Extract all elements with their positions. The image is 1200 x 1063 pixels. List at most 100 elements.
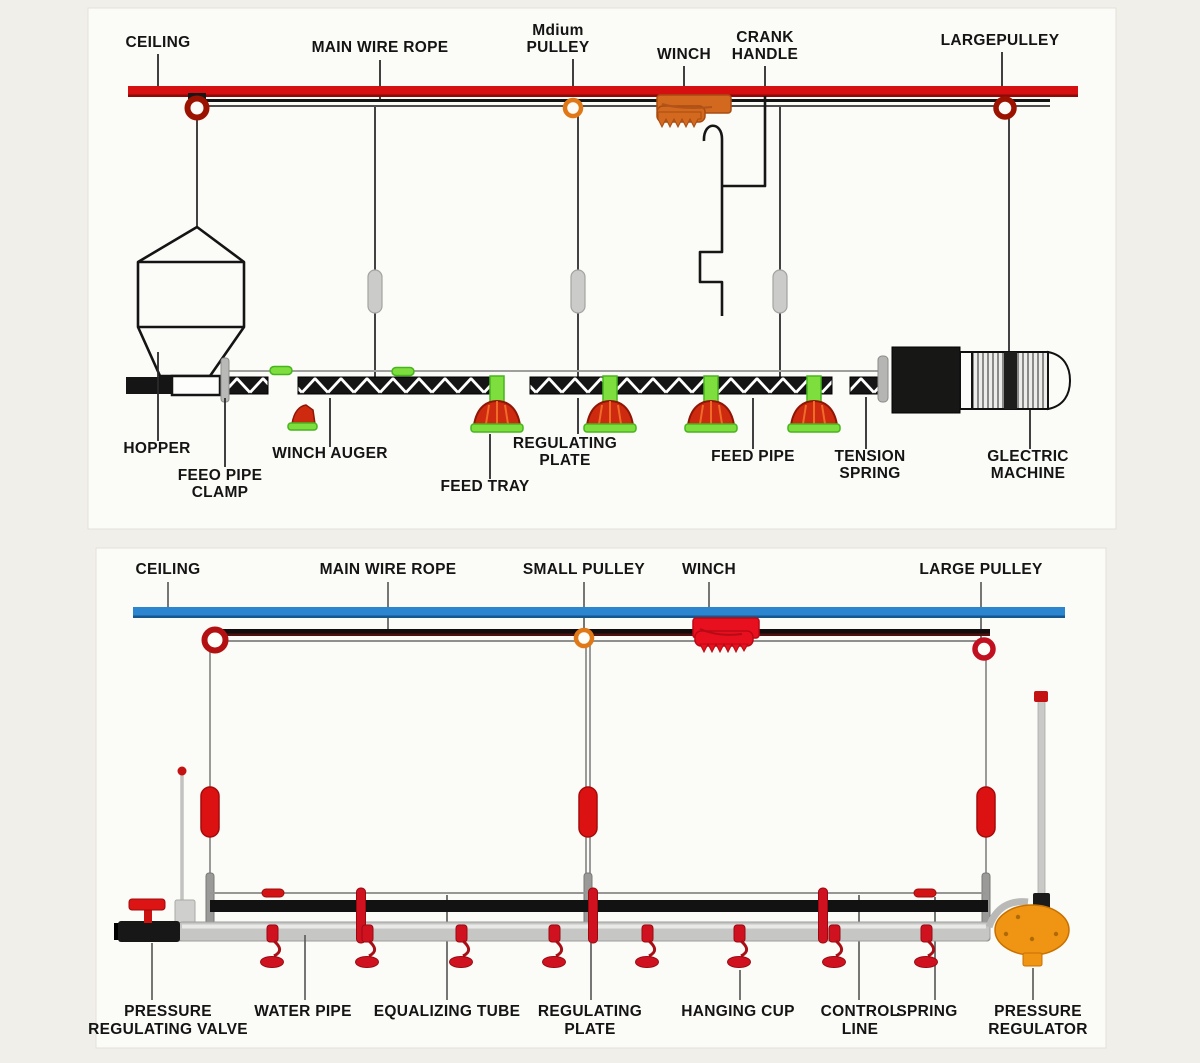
label-electric-machine-2: MACHINE [991, 465, 1065, 482]
label-control-line-2: LINE [842, 1021, 879, 1038]
label-pressure-regulator-1: PRESSURE [994, 1003, 1082, 1020]
hanging-cup [822, 924, 846, 968]
green-clamp-2 [391, 366, 415, 377]
label-winch-auger: WINCH AUGER [272, 445, 388, 462]
large-pulley-icon [993, 96, 1017, 120]
label-feed-pipe: FEED PIPE [711, 448, 795, 465]
label-regulating-plate-b1: REGULATING [538, 1003, 642, 1020]
auger-section-2 [297, 376, 501, 395]
tray-base [470, 423, 524, 433]
hanging-cup [727, 924, 751, 968]
crank-handle [698, 96, 767, 316]
gearbox [891, 346, 961, 414]
regulator-inlet-tube [985, 898, 1029, 929]
line-spring-right [913, 888, 937, 898]
label-small-pulley: SMALL PULLEY [523, 561, 646, 578]
feed-tray [583, 375, 637, 433]
left-pulley-icon-b [201, 626, 229, 654]
feeding-system-diagram: CEILING MAIN WIRE ROPE Mdium PULLEY WINC… [87, 7, 1117, 530]
ceiling-bar-b [133, 607, 1065, 618]
spring-gray-3 [772, 269, 788, 314]
hopper-boot [170, 374, 222, 397]
label-equalizing-tube: EQUALIZING TUBE [374, 1003, 521, 1020]
feed-pipe-clamp [220, 357, 230, 403]
label-regulating-plate-2: PLATE [539, 452, 590, 469]
pressure-regulating-valve [114, 898, 180, 942]
hanging-cup [635, 924, 659, 968]
water-pipe [177, 921, 991, 942]
label-large-pulley-b: LARGE PULLEY [919, 561, 1043, 578]
label-main-wire-rope: MAIN WIRE ROPE [312, 39, 449, 56]
hanging-cup [260, 924, 284, 968]
motor-cap [1047, 350, 1072, 411]
cup-stem [266, 924, 279, 943]
hanging-cup [542, 924, 566, 968]
label-spring: SPRING [896, 1003, 957, 1020]
label-pressure-regulator-2: REGULATOR [988, 1021, 1087, 1038]
large-pulley-icon-b [972, 637, 996, 661]
hopper [136, 225, 246, 378]
label-prv-1: PRESSURE [124, 1003, 212, 1020]
left-pulley-icon [184, 95, 210, 121]
label-crank-handle-1: CRANK [736, 29, 794, 46]
label-regulating-plate-1: REGULATING [513, 435, 617, 452]
regulator-standpipe [1037, 699, 1046, 899]
label-feed-pipe-clamp-1: FEEO PIPE [178, 467, 263, 484]
winch-b [692, 617, 760, 654]
partial-feed-tray [287, 404, 318, 431]
drinking-system-diagram: CEILING MAIN WIRE ROPE SMALL PULLEY WINC… [88, 547, 1107, 1049]
winch [656, 94, 732, 129]
label-hopper: HOPPER [123, 440, 190, 457]
spring-red-right [976, 786, 996, 838]
bottom-panel [95, 547, 1107, 1049]
label-feed-pipe-clamp-2: CLAMP [192, 484, 249, 501]
anti-perch-bar [210, 900, 988, 912]
motor-collar [959, 351, 973, 410]
auger-section-1 [223, 376, 269, 395]
standpipe-cap [1034, 691, 1048, 702]
label-large-pulley: LARGEPULLEY [941, 32, 1060, 49]
electric-machine [877, 346, 1072, 414]
regulating-plate-pin [588, 887, 598, 944]
regulator-body [994, 904, 1070, 956]
hanging-cup [355, 924, 379, 968]
label-medium-pulley-1: Mdium [532, 22, 583, 39]
label-tension-spring-1: TENSION [835, 448, 906, 465]
spring-red-left [200, 786, 220, 838]
tray-stripes [485, 401, 509, 425]
medium-pulley-icon [562, 97, 584, 119]
feed-tray [684, 375, 738, 433]
cup-bowl [260, 956, 284, 968]
label-winch: WINCH [657, 46, 711, 63]
line-spring-left [261, 888, 285, 898]
label-electric-machine-1: GLECTRIC [987, 448, 1069, 465]
label-feed-tray: FEED TRAY [440, 478, 529, 495]
motor-band [1004, 352, 1017, 409]
spring-gray-2 [570, 269, 586, 314]
label-tension-spring-2: SPRING [839, 465, 900, 482]
small-pulley-icon [573, 627, 595, 649]
left-standpipe-cap [177, 766, 187, 776]
label-main-wire-rope-b: MAIN WIRE ROPE [320, 561, 457, 578]
drop-rope-mid [585, 645, 591, 877]
auger-section-3 [529, 376, 833, 395]
pipe-coupler [877, 355, 889, 403]
regulating-plate-pin [818, 887, 828, 944]
feed-tray [787, 375, 841, 433]
cup-hook [272, 939, 282, 958]
feed-tray [470, 375, 524, 433]
valve-handle [128, 898, 166, 911]
spring-red-mid [578, 786, 598, 838]
label-water-pipe: WATER PIPE [254, 1003, 351, 1020]
main-wire-rope [196, 99, 1050, 107]
hanging-cup [449, 924, 473, 968]
label-prv-2: REGULATING VALVE [88, 1021, 248, 1038]
label-ceiling: CEILING [126, 34, 191, 51]
label-control-line-1: CONTROL [821, 1003, 900, 1020]
spring-gray-1 [367, 269, 383, 314]
label-hanging-cup: HANGING CUP [681, 1003, 795, 1020]
label-ceiling-b: CEILING [136, 561, 201, 578]
label-regulating-plate-b2: PLATE [564, 1021, 615, 1038]
label-winch-b: WINCH [682, 561, 736, 578]
